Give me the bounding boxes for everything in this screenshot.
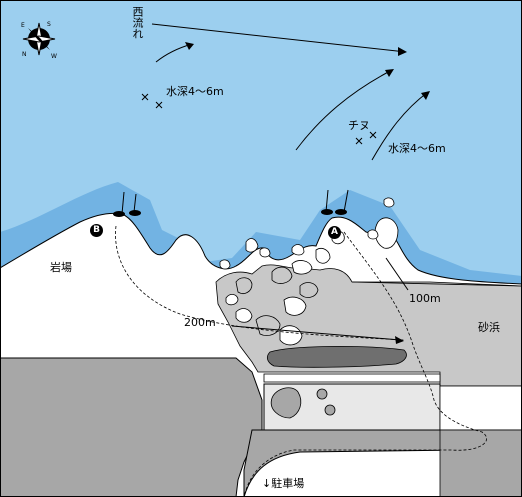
- town-block-left: [0, 357, 263, 497]
- x-marks: [141, 93, 377, 145]
- current-label: 西流れ: [131, 6, 144, 39]
- shrub: [270, 387, 302, 419]
- compass-icon: S N E W: [21, 21, 57, 60]
- parking-label: ↓駐車場: [262, 477, 305, 490]
- pole-marks: [121, 189, 349, 215]
- angler-icons: [113, 209, 347, 217]
- beach-label: 砂浜: [478, 321, 500, 334]
- depth-label-left: 水深4〜6m: [166, 85, 224, 98]
- point-marker-a: A: [328, 226, 341, 239]
- dark-embankment: [266, 345, 407, 368]
- compass-s: S: [47, 21, 51, 28]
- depth-label-right: 水深4〜6m: [388, 142, 446, 155]
- town-right: [439, 429, 522, 497]
- rocks-label: 岩場: [50, 261, 72, 274]
- compass-w: W: [51, 53, 57, 60]
- current-arrows: [151, 23, 429, 161]
- shrub-dot: [324, 404, 336, 416]
- arrow-heads: [185, 42, 430, 100]
- rocks: [219, 197, 399, 346]
- point-marker-b: B: [90, 224, 103, 237]
- compass-n: N: [22, 51, 27, 58]
- cast-paths: [115, 225, 487, 497]
- fish-label: チヌ: [348, 119, 370, 132]
- compass-e: E: [21, 22, 25, 29]
- shrub-dot: [316, 388, 328, 400]
- distance-arrows: [395, 336, 404, 344]
- road-right: [439, 385, 522, 431]
- road-strip: [263, 373, 441, 383]
- distance-200m-label: 200m: [184, 316, 216, 329]
- distance-100m-label: 100m: [409, 292, 441, 305]
- distance-lines: [231, 257, 409, 341]
- beach-line: [351, 281, 522, 287]
